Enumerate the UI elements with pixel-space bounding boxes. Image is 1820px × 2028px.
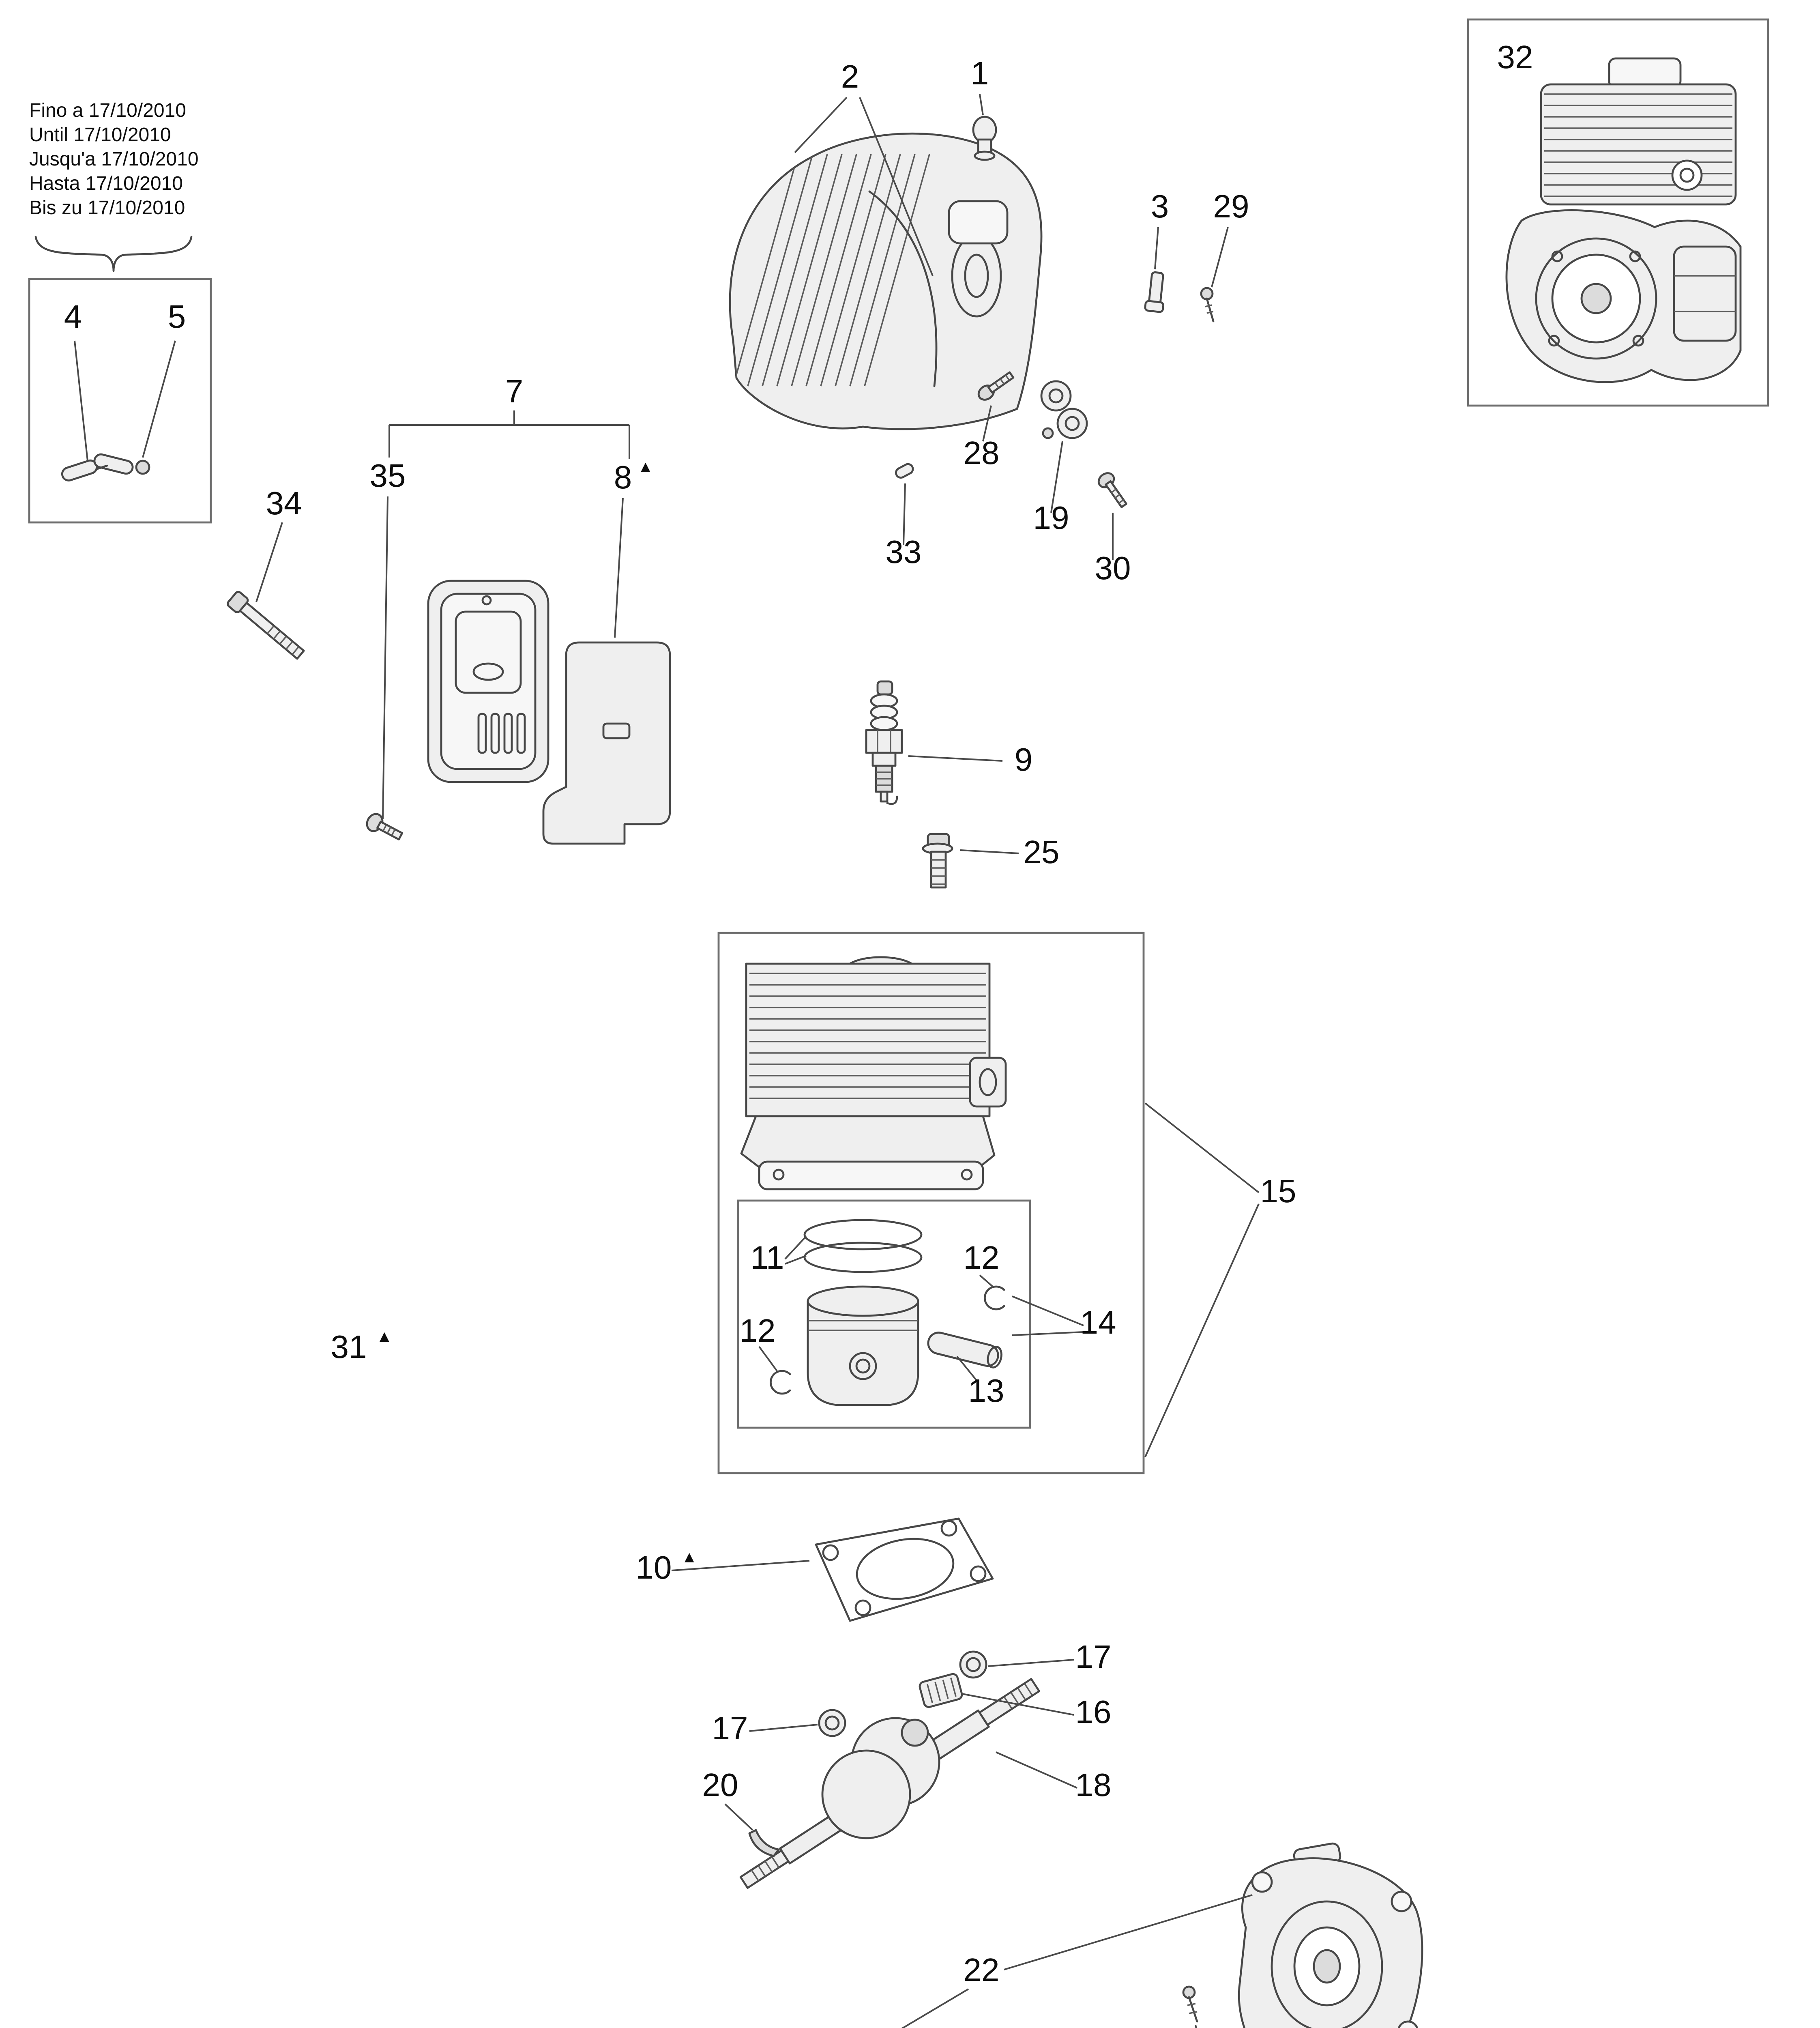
short-block-assembly <box>1505 57 1742 383</box>
bolt-34 <box>227 591 305 660</box>
bolt-25 <box>922 833 953 889</box>
crankcase-half-right <box>1238 1842 1423 2028</box>
validity-note-line-4: Hasta 17/10/2010 <box>29 173 183 194</box>
callout-17-left: 17 <box>712 1710 748 1746</box>
callout-31-marker: ▲ <box>376 1328 393 1345</box>
validity-note-line-2: Until 17/10/2010 <box>29 124 171 146</box>
ref-box-32 <box>1467 18 1769 407</box>
callout-14: 14 <box>1080 1304 1116 1341</box>
callout-33: 33 <box>886 534 922 570</box>
clip-33 <box>895 463 914 479</box>
callout-9: 9 <box>1015 741 1033 778</box>
callout-18: 18 <box>1075 1767 1112 1803</box>
callout-4: 4 <box>64 299 82 335</box>
woodruff-key-20 <box>748 1829 780 1857</box>
ref-box-4-5 <box>28 278 212 524</box>
piston-kit-frame <box>737 1199 1031 1429</box>
crankshaft <box>739 1678 1040 1889</box>
callout-31: 31 <box>331 1329 367 1365</box>
clip-3 <box>1144 271 1164 313</box>
cylinder-gasket <box>815 1517 994 1622</box>
screw-35 <box>366 813 403 840</box>
screw-29 <box>1200 287 1215 322</box>
washer-17-right <box>959 1650 987 1679</box>
needle-bearing-16 <box>919 1673 963 1708</box>
ref-box-15 <box>717 932 1145 1474</box>
validity-note: Fino a 17/10/2010 Until 17/10/2010 Jusqu… <box>29 100 199 272</box>
validity-note-brace <box>34 236 193 272</box>
circlip-left <box>770 1370 791 1395</box>
callout-34: 34 <box>266 485 302 521</box>
spacer-19 <box>1040 380 1088 439</box>
piston-rings <box>803 1219 923 1273</box>
screw-28 <box>977 371 1015 401</box>
spark-plug <box>865 680 903 805</box>
callout-20: 20 <box>702 1767 738 1803</box>
engine-cover <box>729 132 1043 430</box>
callout-2: 2 <box>841 58 859 95</box>
cylinder <box>740 956 1007 1190</box>
piston-kit-box <box>737 1199 1031 1429</box>
callout-10-marker: ▲ <box>681 1548 698 1566</box>
callouts: 1 2 3 29 28 19 30 33 32 7 35 8 ▲ 34 4 5 … <box>64 39 1533 1988</box>
muffler-gasket-plate <box>542 641 671 845</box>
callout-1: 1 <box>971 55 989 91</box>
callout-22: 22 <box>964 1952 1000 1988</box>
callout-8-marker: ▲ <box>637 458 654 476</box>
callout-12-left: 12 <box>740 1313 776 1349</box>
callout-12-right: 12 <box>964 1240 1000 1276</box>
validity-note-line-1: Fino a 17/10/2010 <box>29 100 186 121</box>
piston-pin <box>927 1332 1002 1368</box>
primer-button <box>972 116 997 161</box>
callout-7: 7 <box>505 373 524 409</box>
circlip-right <box>984 1285 1005 1310</box>
callout-11: 11 <box>750 1240 784 1276</box>
washer-17-left <box>818 1709 846 1737</box>
callout-3: 3 <box>1151 188 1169 224</box>
callout-32: 32 <box>1497 39 1533 75</box>
callout-8: 8 <box>614 459 632 495</box>
callout-29: 29 <box>1213 188 1249 224</box>
fuel-grommet-parts <box>61 453 150 482</box>
muffler <box>427 580 549 783</box>
callout-5: 5 <box>168 299 186 335</box>
leader-lines <box>74 94 1260 2028</box>
callout-17-right: 17 <box>1075 1639 1112 1675</box>
ref-box-15-frame <box>717 932 1145 1474</box>
piston <box>807 1285 919 1406</box>
callout-16: 16 <box>1075 1694 1112 1730</box>
validity-note-line-3: Jusqu'a 17/10/2010 <box>29 148 199 170</box>
callout-28: 28 <box>964 435 1000 471</box>
callout-15: 15 <box>1260 1173 1296 1209</box>
callout-13: 13 <box>968 1373 1004 1409</box>
validity-note-line-5: Bis zu 17/10/2010 <box>29 197 185 219</box>
callout-30: 30 <box>1095 550 1131 586</box>
callout-25: 25 <box>1024 834 1060 870</box>
callout-35: 35 <box>370 458 406 494</box>
screw-30 <box>1097 472 1127 508</box>
callout-19: 19 <box>1033 500 1069 536</box>
ref-box-32-frame <box>1467 18 1769 407</box>
ref-box-4-5-frame <box>28 278 212 524</box>
screw-27 <box>1182 1985 1198 2023</box>
callout-10: 10 <box>636 1549 672 1585</box>
